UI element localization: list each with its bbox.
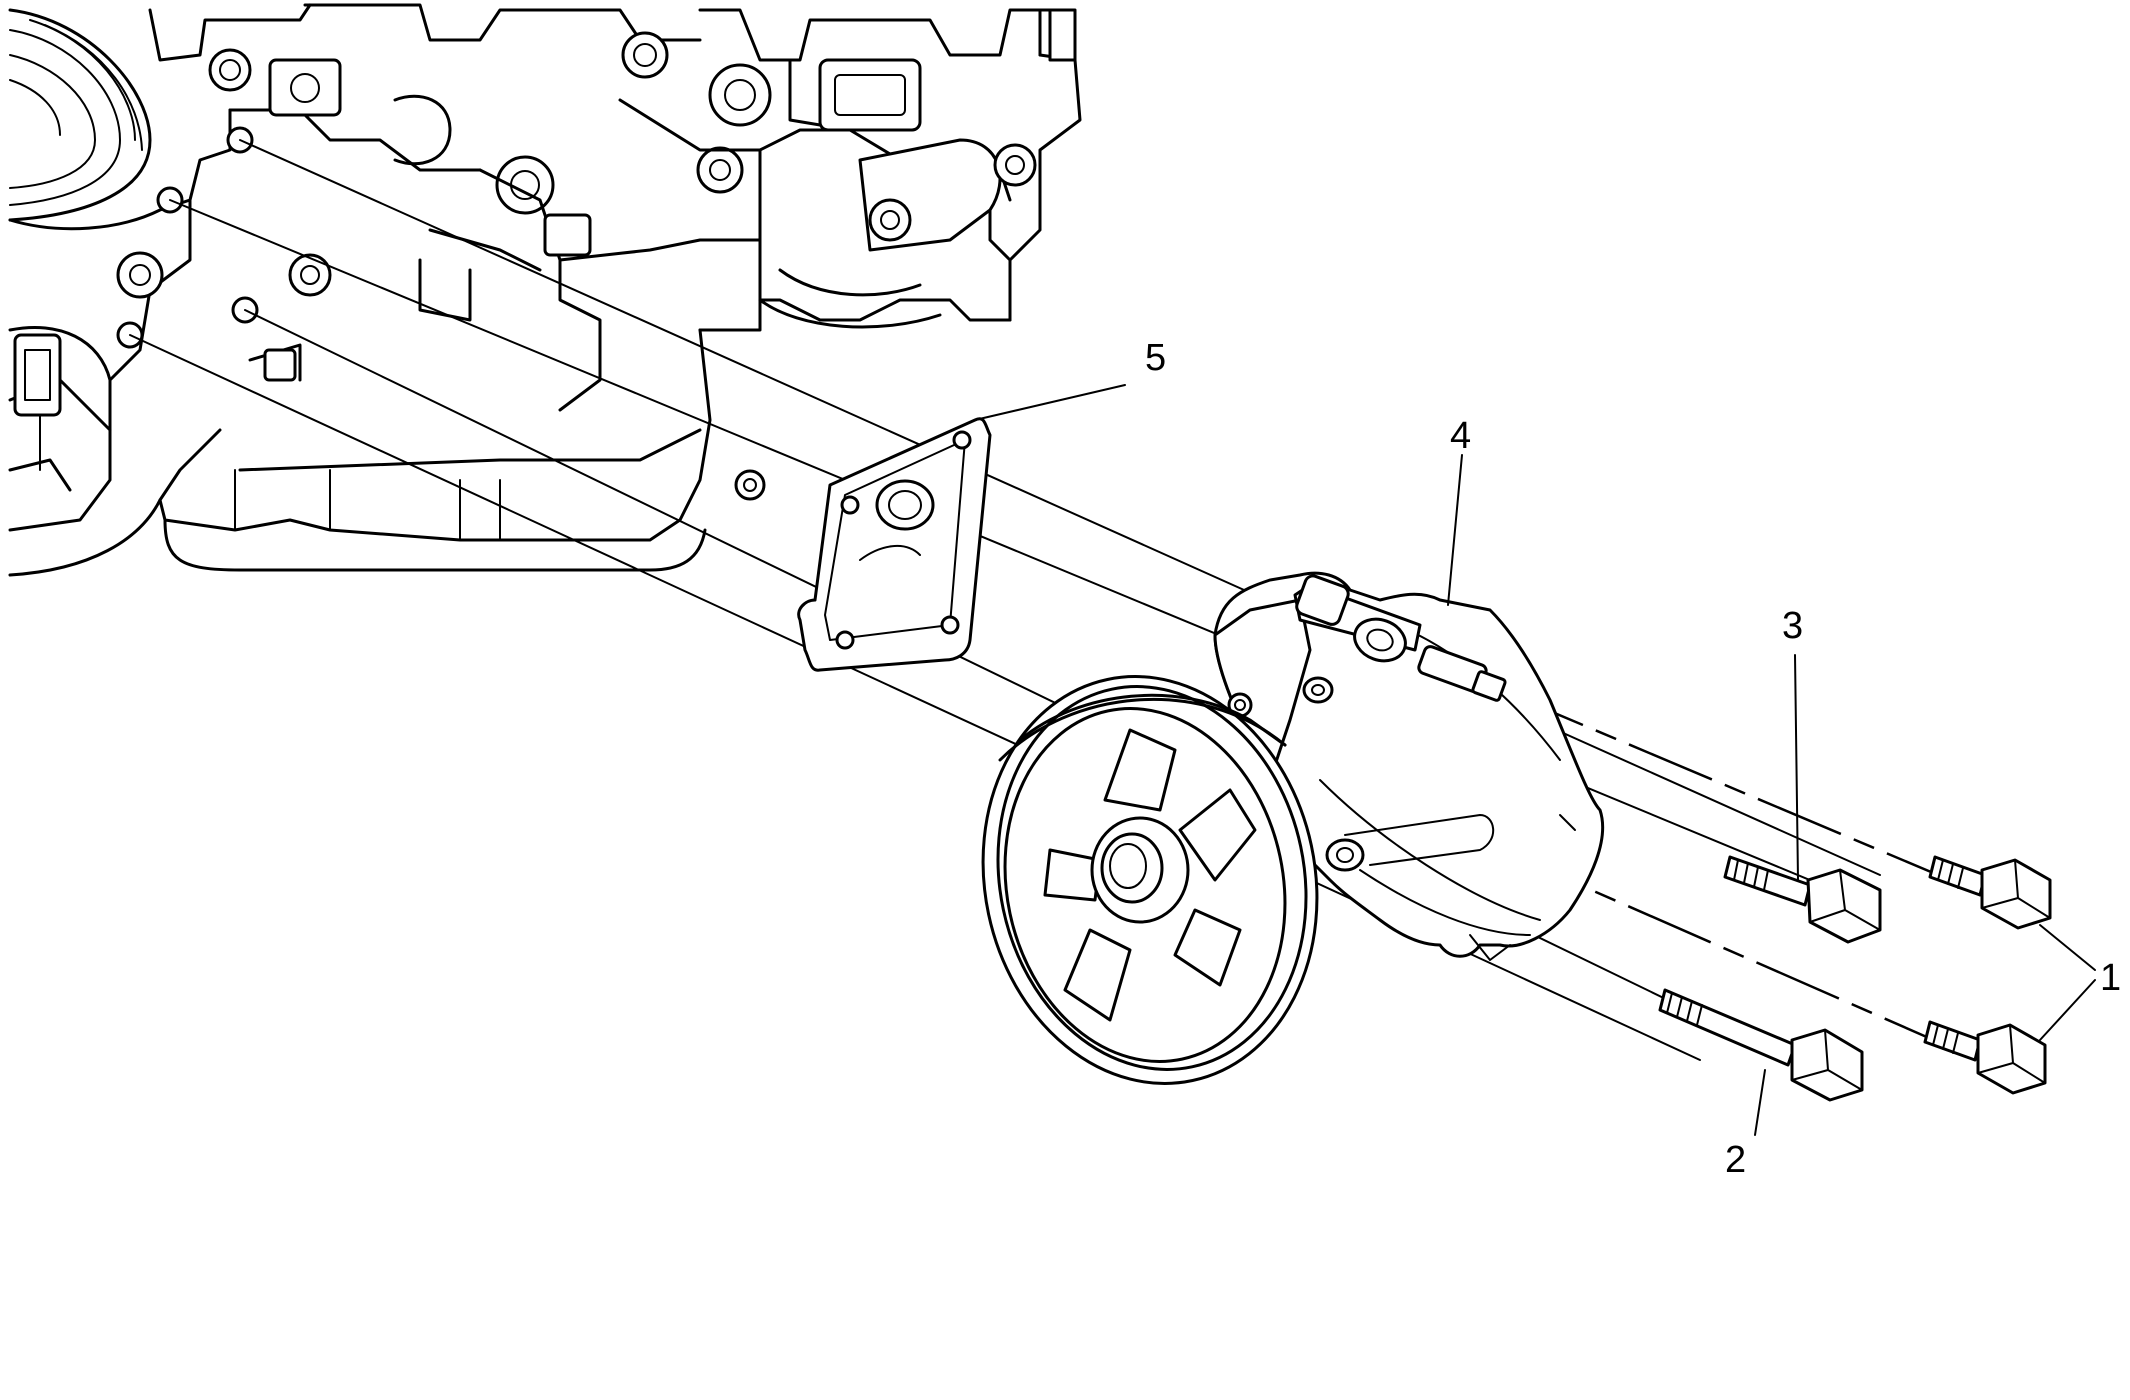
bolt-3 [1723,855,1882,944]
vacuum-pump-pulley [981,675,1319,1085]
callout-leaders [974,384,2096,1136]
callout-4: 4 [1450,415,1471,457]
crankshaft-pulley [8,8,152,222]
callout-3: 3 [1782,605,1803,647]
callout-5: 5 [1145,337,1166,379]
bolt-1-upper [1928,855,2052,930]
bolt-2 [1658,988,1864,1102]
callout-2: 2 [1725,1139,1746,1181]
vacuum-pump-gasket [797,417,992,672]
callout-1: 1 [2100,957,2121,999]
bolt-1-lower [1923,1020,2047,1095]
engine-block [8,3,1082,577]
